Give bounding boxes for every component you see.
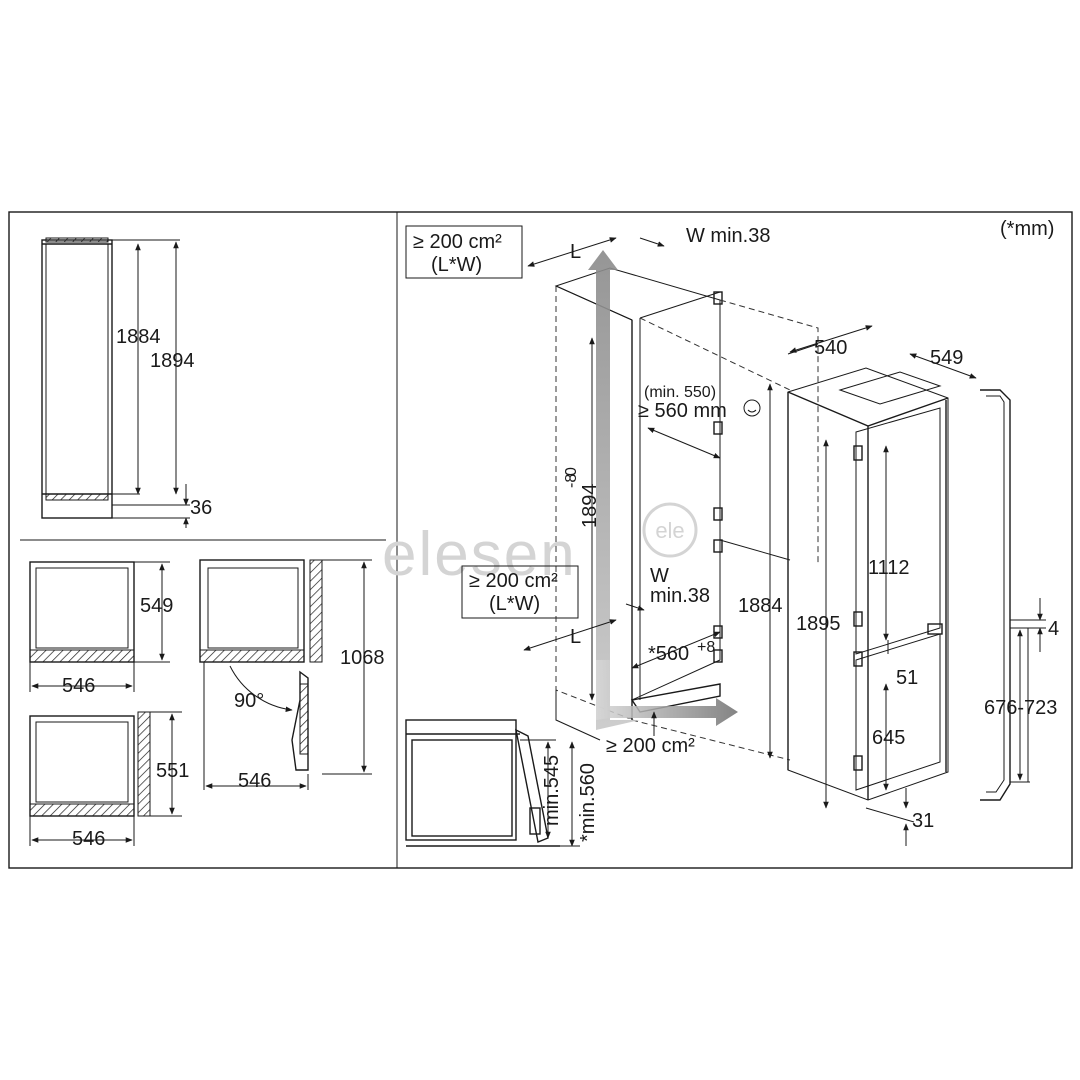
vent-area-mid-box <box>461 565 579 619</box>
vent-area-bottom: ≥ 200 cm² <box>606 735 695 757</box>
fridge-width-dim: 549 <box>930 347 963 369</box>
door-panel-profile <box>980 389 1046 801</box>
side-view-depth-dim: 551 <box>156 760 189 782</box>
top-view-width-dim: 546 <box>62 675 95 697</box>
side-section-view <box>29 711 182 846</box>
fridge-appliance <box>787 343 949 801</box>
watermark: elesen ele <box>382 502 698 589</box>
fridge-height-dim: 1895 <box>796 613 841 635</box>
vent-mid-min38: min.38 <box>650 585 710 607</box>
top-view <box>29 561 170 692</box>
vent-area-top-line2: (L*W) <box>431 254 482 276</box>
niche-depth-note: (min. 550) <box>644 384 716 401</box>
vent-top-L: L <box>570 241 581 263</box>
watermark-badge-text: ele <box>655 518 684 543</box>
side-elevation-view <box>41 237 190 528</box>
niche-depth-dim: ≥ 560 mm <box>638 400 727 422</box>
toe-gap-dim: 36 <box>190 497 212 519</box>
appliance-height-dim: 1894 <box>150 350 195 372</box>
fridge-upper-door-dim: 1112 <box>868 557 910 579</box>
panel-range-dim: 676-723 <box>984 697 1057 719</box>
cabinet-depth-min: min.545 <box>541 755 563 826</box>
hinge-icon <box>713 291 723 663</box>
side-view-width-dim: 546 <box>72 828 105 850</box>
niche-height-tol-upper: 0 <box>563 467 580 476</box>
fridge-hinge-icon <box>853 445 943 771</box>
cabinet-depth-min2: *min.560 <box>577 763 599 842</box>
niche-height-tol-lower: -8 <box>563 474 580 488</box>
airflow-arrows <box>588 250 738 730</box>
smiley-icon <box>743 399 761 417</box>
door-swing-width-dim: 546 <box>238 770 271 792</box>
vent-area-mid-line1: ≥ 200 cm² <box>469 570 558 592</box>
fridge-base-dim: 31 <box>912 810 934 832</box>
airflow-in-icon <box>596 660 738 726</box>
units-note: (*mm) <box>1000 218 1054 240</box>
vent-mid-W: W <box>650 565 669 587</box>
diagram-frame <box>8 211 1073 869</box>
vent-area-top-box <box>405 225 523 279</box>
vent-area-top-line1: ≥ 200 cm² <box>413 231 502 253</box>
vent-area-mid-line2: (L*W) <box>489 593 540 615</box>
niche-width-dim: *560 <box>648 643 689 665</box>
niche-height-dim: 1884 <box>116 326 161 348</box>
fridge-gap-dim: 51 <box>896 667 918 689</box>
niche-height-main: 1894 <box>579 484 601 529</box>
fridge-depth-dim: 540 <box>814 337 847 359</box>
door-open-depth-dim: 1068 <box>340 647 385 669</box>
niche-width-tol: +8 <box>697 639 715 656</box>
fridge-lower-door-dim: 645 <box>872 727 905 749</box>
door-swing-view <box>199 559 372 790</box>
vent-top-W-min: W min.38 <box>686 225 770 247</box>
door-swing-angle: 90° <box>234 690 264 712</box>
watermark-text: elesen <box>382 520 577 589</box>
top-view-depth-dim: 549 <box>140 595 173 617</box>
airflow-up-icon <box>588 250 640 730</box>
panel-offset-dim: 4 <box>1048 618 1059 640</box>
vent-mid-L: L <box>570 626 581 648</box>
niche-inner-height: 1884 <box>738 595 783 617</box>
cabinet-cross-section <box>405 719 580 847</box>
watermark-badge-icon <box>642 502 698 558</box>
